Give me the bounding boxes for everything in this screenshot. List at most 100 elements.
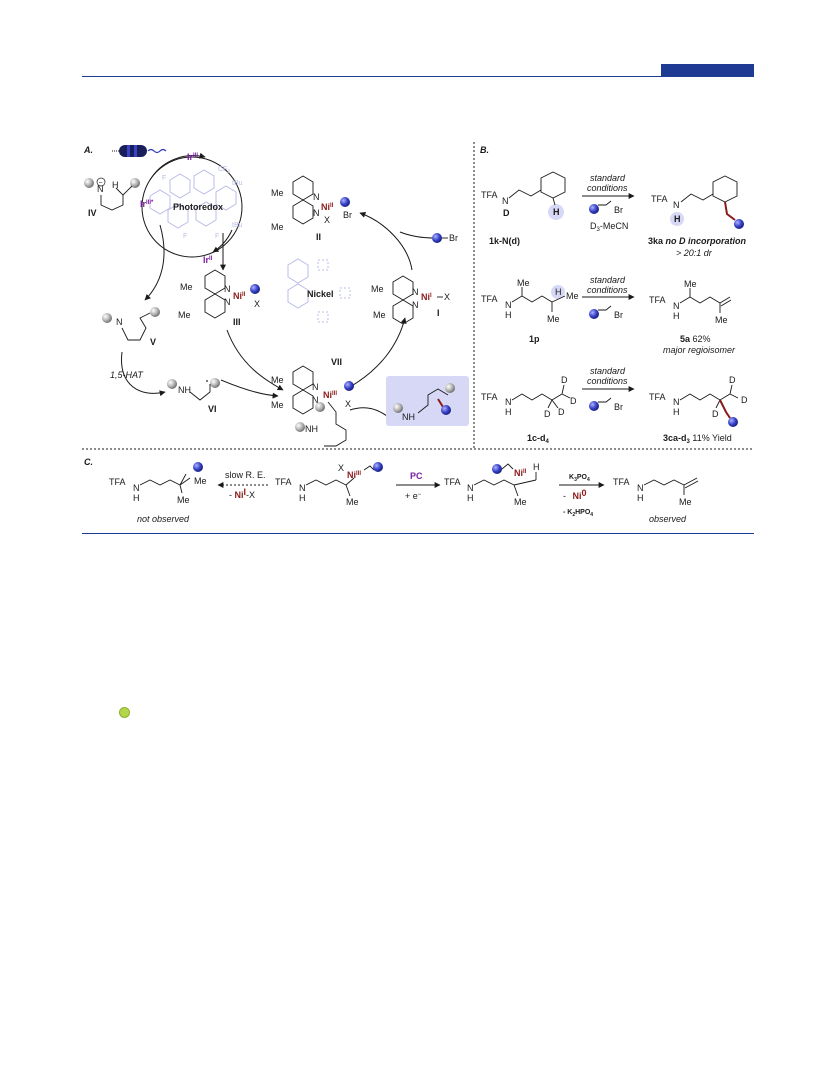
pc-label: PC (410, 471, 423, 481)
svg-text:H: H (555, 287, 562, 297)
svg-text:N: N (502, 196, 509, 206)
svg-text:H: H (299, 493, 306, 503)
svg-text:Me: Me (373, 310, 386, 320)
svg-text:D: D (558, 407, 565, 417)
intermediate-v: N V (102, 307, 160, 347)
svg-text:D: D (561, 375, 568, 385)
minus-ni-i-x: - NiI-X (229, 487, 255, 500)
observed-label: observed (649, 514, 687, 524)
reaction-1: TFA N D H 1k-N(d) standard conditions Br… (481, 171, 747, 258)
complex-ii: Me Me N N NiII X Br II (271, 175, 352, 242)
svg-text:Me: Me (178, 310, 191, 320)
intermediate-vi: NH VI (167, 378, 220, 414)
svg-text:Me: Me (371, 284, 384, 294)
light-source-icon (112, 145, 167, 157)
svg-text:N: N (224, 297, 231, 307)
r2-sm-label: 1p (529, 334, 540, 344)
svg-text:X: X (338, 463, 344, 473)
svg-text:N: N (467, 483, 474, 493)
bullet-dot (119, 707, 130, 718)
svg-text:Me: Me (684, 279, 697, 289)
svg-text:N: N (313, 192, 320, 202)
svg-text:Me: Me (271, 222, 284, 232)
svg-text:Me: Me (547, 314, 560, 324)
svg-text:NiII: NiII (233, 291, 246, 301)
svg-text:D: D (729, 375, 736, 385)
svg-text:Br: Br (343, 210, 352, 220)
svg-text:N: N (224, 284, 231, 294)
svg-text:N: N (312, 382, 319, 392)
svg-text:D: D (741, 395, 748, 405)
f-label-2: F (183, 233, 187, 240)
product-highlight-box: NH (386, 376, 469, 426)
svg-text:TFA: TFA (649, 295, 666, 305)
label-vi: VI (208, 404, 217, 414)
svg-text:X: X (254, 299, 260, 309)
svg-text:conditions: conditions (587, 183, 628, 193)
svg-text:H: H (673, 407, 680, 417)
svg-text:Br: Br (614, 402, 623, 412)
solvent-label: D3-MeCN (590, 221, 628, 233)
svg-text:Me: Me (194, 476, 207, 486)
c-observed-product: TFA N H Me observed (613, 477, 699, 524)
svg-text:X: X (444, 292, 450, 302)
svg-text:TFA: TFA (275, 477, 292, 487)
not-observed-label: not observed (137, 514, 190, 524)
panel-label-c: C. (84, 457, 93, 467)
reaction-3: TFA N H D D D D 1c-d4 standard condition… (481, 366, 748, 445)
panel-a: CF3 tBu tBu F F F Photoredox IrIII IrIII… (84, 145, 469, 447)
header-tab (661, 64, 754, 77)
svg-text:NiIII: NiIII (347, 470, 361, 480)
r1-prod-label: 3ka no D incorporation (648, 236, 747, 246)
svg-text:N: N (637, 483, 644, 493)
svg-text:NiIII: NiIII (323, 390, 337, 400)
svg-text:TFA: TFA (651, 194, 668, 204)
complex-i: Me Me N N NiI X I (371, 275, 450, 325)
svg-text:NiI: NiI (421, 292, 432, 302)
svg-text:standard: standard (590, 275, 626, 285)
svg-text:Me: Me (346, 497, 359, 507)
r1-dr: > 20:1 dr (676, 248, 713, 258)
svg-text:TFA: TFA (109, 477, 126, 487)
svg-text:−: − (99, 180, 103, 187)
complex-vii: Me Me N N NiIII X NH VII (271, 357, 354, 447)
ir-iii-star-label: IrIII* (140, 199, 154, 209)
svg-text:conditions: conditions (587, 376, 628, 386)
svg-text:NiII: NiII (321, 202, 334, 212)
svg-text:Me: Me (514, 497, 527, 507)
iridium-catalyst-structure: CF3 tBu tBu F F F (149, 166, 243, 240)
svg-text:Br: Br (614, 310, 623, 320)
svg-text:D: D (712, 409, 719, 419)
alkyl-bromide-reagent: Br (432, 233, 458, 243)
cf3-label: CF3 (218, 166, 230, 175)
nickel-label: Nickel (307, 289, 334, 299)
svg-text:Me: Me (715, 315, 728, 325)
k3po4-label: K3PO4 (569, 474, 590, 483)
svg-text:H: H (505, 407, 512, 417)
svg-text:N: N (412, 287, 419, 297)
svg-text:N: N (673, 200, 680, 210)
ir-ii-label: IrII (203, 255, 213, 265)
label-vii: VII (331, 357, 342, 367)
c-ni-ii-intermediate: TFA N H Me NiII H (444, 462, 540, 507)
svg-text:TFA: TFA (444, 477, 461, 487)
intermediate-iv: N − H IV (84, 177, 140, 218)
svg-text:N: N (673, 301, 680, 311)
svg-text:H: H (467, 493, 474, 503)
svg-text:N: N (505, 300, 512, 310)
svg-text:N: N (299, 483, 306, 493)
svg-text:N: N (412, 300, 419, 310)
ir-iii-label: IrIII (187, 152, 198, 162)
svg-text:N: N (97, 184, 104, 194)
svg-text:N: N (313, 208, 320, 218)
svg-text:H: H (133, 493, 140, 503)
label-ii: II (316, 232, 321, 242)
svg-text:Me: Me (271, 375, 284, 385)
svg-text:NH: NH (305, 424, 318, 434)
svg-text:NH: NH (178, 385, 191, 395)
photoredox-cycle (141, 156, 243, 258)
svg-text:D: D (570, 396, 577, 406)
svg-text:X: X (324, 215, 330, 225)
svg-text:standard: standard (590, 173, 626, 183)
